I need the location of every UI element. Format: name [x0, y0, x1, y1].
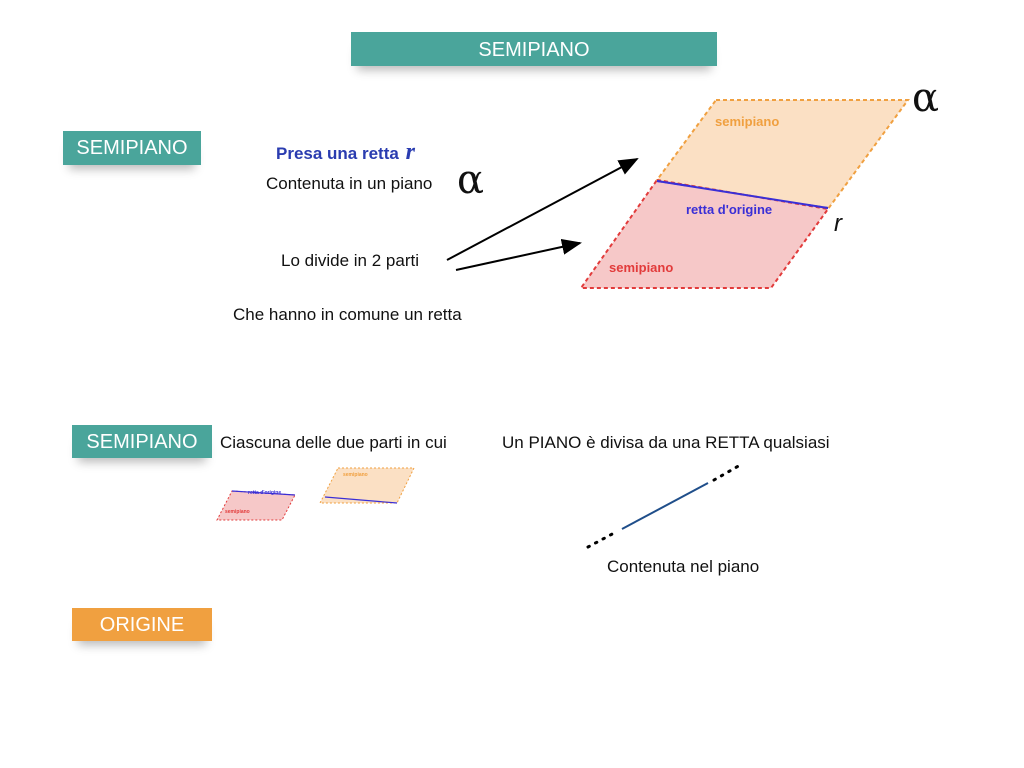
lo-divide-text: Lo divide in 2 parti: [281, 251, 419, 271]
presa-una-retta-text: Presa una retta r: [276, 139, 415, 166]
contenuta-text: Contenuta in un piano: [266, 174, 433, 193]
retta-origine-dash-left: [656, 180, 691, 187]
mini-lower-label: semipiano: [225, 509, 250, 515]
lower-semipiano-label: semipiano: [609, 260, 673, 275]
mini-upper-label-text: semipiano: [343, 472, 368, 478]
arrow-to-upper: [446, 158, 639, 261]
contenuta-in-un-piano-text: Contenuta in un piano: [266, 174, 432, 194]
retta-origine-dash-right: [807, 204, 829, 209]
contenuta-nel-piano-text: Contenuta nel piano: [607, 557, 759, 577]
mini-retta-line: [231, 490, 296, 496]
upper-semipiano-shape: [655, 99, 910, 211]
mini-lower-label-text: semipiano: [225, 509, 250, 515]
mini-upper-semipiano-shape: [319, 467, 415, 504]
lower-semipiano-label-text: semipiano: [609, 260, 674, 275]
semipiano-badge-1: SEMIPIANO: [63, 131, 201, 165]
mini-upper-label: semipiano: [343, 472, 368, 478]
ciascuna-label: Ciascuna delle due parti in cui: [220, 433, 447, 452]
page-title-text: SEMIPIANO: [478, 39, 590, 61]
mini-lower-semipiano-shape: [216, 490, 296, 521]
un-piano-text: Un PIANO è divisa da una RETTA qualsiasi: [502, 433, 830, 453]
alpha-plane-label-text: α: [912, 75, 940, 121]
semipiano-badge-1-text: SEMIPIANO: [76, 137, 188, 159]
contenuta-nel-piano-label: Contenuta nel piano: [607, 557, 760, 576]
alpha-symbol: α: [457, 158, 484, 202]
che-hanno-label: Che hanno in comune un retta: [233, 305, 462, 324]
mini-upper-retta-line: [324, 496, 398, 504]
mini-retta-label-text: retta d'origine: [248, 490, 282, 496]
semipiano-badge-2-text: SEMIPIANO: [86, 431, 198, 453]
alpha-symbol-text: α: [457, 157, 485, 203]
ciascuna-text: Ciascuna delle due parti in cui: [220, 433, 447, 453]
alpha-plane-label: α: [912, 76, 939, 120]
retta-origine-label: retta d'origine: [686, 202, 772, 217]
retta-dots-left: [586, 530, 618, 549]
che-hanno-text: Che hanno in comune un retta: [233, 305, 462, 325]
origine-badge-text: ORIGINE: [99, 614, 185, 636]
origine-badge: ORIGINE: [72, 608, 212, 641]
upper-semipiano-label: semipiano: [715, 114, 779, 129]
mini-retta-label: retta d'origine: [248, 490, 281, 496]
semipiano-badge-2: SEMIPIANO: [72, 425, 212, 458]
r-line-label-text: r: [834, 210, 842, 237]
generic-retta-segment: [621, 482, 709, 530]
retta-dots-right: [712, 462, 744, 482]
page-title: SEMIPIANO: [351, 32, 717, 66]
retta-r-variable: r: [405, 139, 415, 165]
lo-divide-label: Lo divide in 2 parti: [281, 251, 419, 270]
arrow-to-lower: [455, 239, 582, 271]
presa-una-retta-prefix: Presa una retta: [276, 144, 399, 163]
un-piano-label: Un PIANO è divisa da una RETTA qualsiasi: [502, 433, 830, 452]
r-line-label: r: [834, 210, 842, 238]
upper-semipiano-label-text: semipiano: [715, 114, 780, 129]
retta-origine-label-text: retta d'origine: [686, 202, 773, 217]
